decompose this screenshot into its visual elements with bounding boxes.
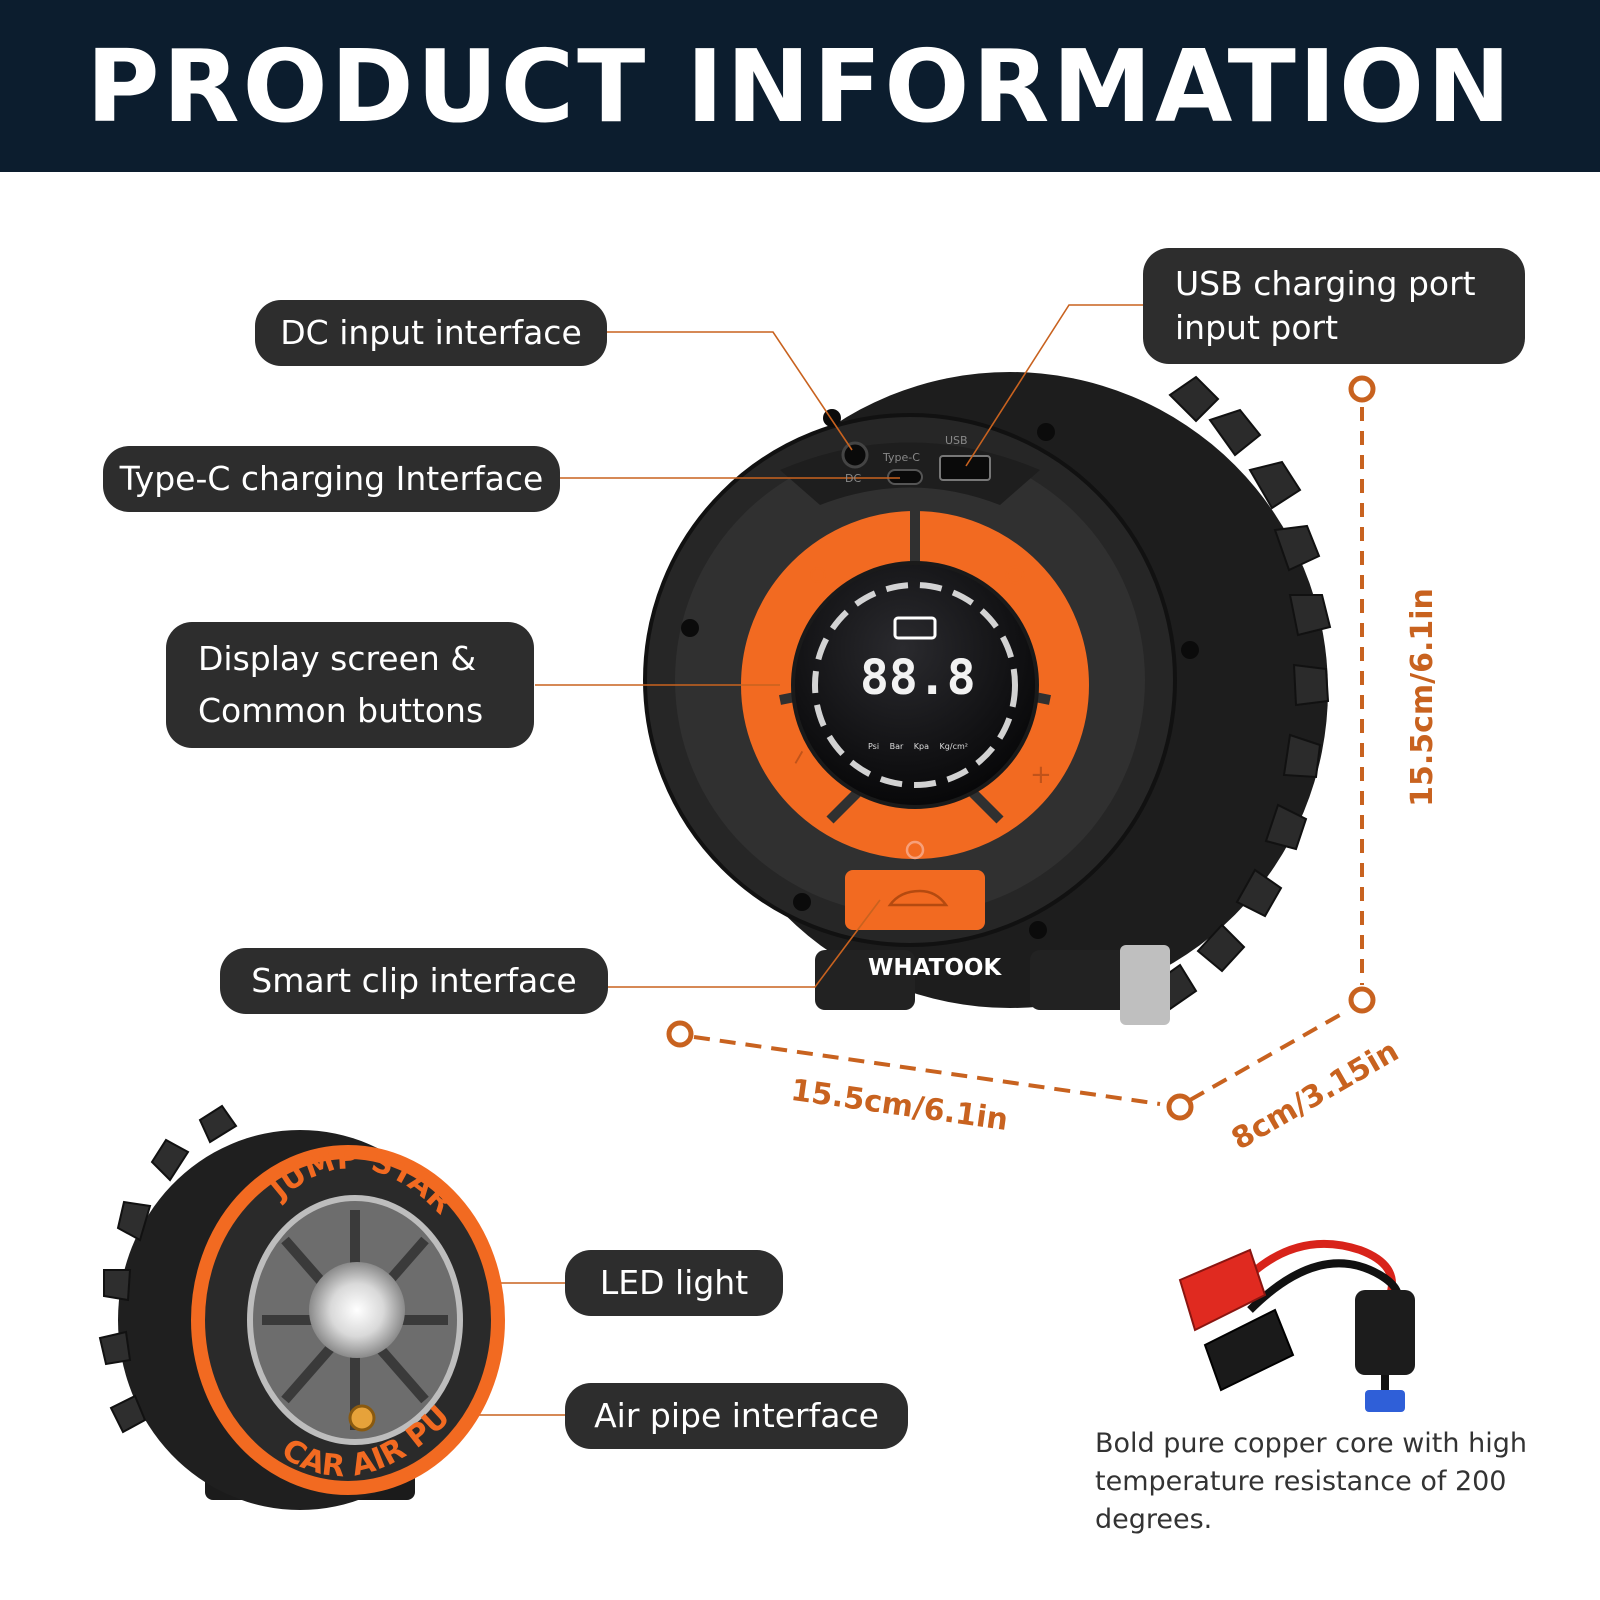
cable-module — [1355, 1290, 1415, 1375]
display-digits: 88.8 — [860, 650, 976, 706]
red-clamp — [1178, 1248, 1267, 1332]
light-icon — [810, 567, 826, 583]
device-foot-left — [815, 950, 915, 1010]
callout-type-c: Type-C charging Interface — [103, 446, 560, 512]
car-icon — [887, 889, 949, 907]
page-title: PRODUCT INFORMATION — [86, 27, 1514, 145]
port-label-usb: USB — [945, 434, 968, 447]
callout-smart-clip: Smart clip interface — [220, 948, 608, 1014]
unit-kgcm2: Kg/cm² — [939, 742, 968, 751]
dimension-height-label: 15.5cm/6.1in — [1404, 588, 1440, 807]
ec5-connector — [1365, 1390, 1405, 1412]
leader-lines — [370, 304, 1143, 1416]
black-clamp — [1203, 1308, 1295, 1392]
jump-starter-text: JUMP STARTER — [0, 0, 460, 1221]
air-pipe-valve — [348, 1404, 376, 1432]
screw-holes — [681, 409, 1199, 939]
type-c-port — [887, 469, 923, 485]
callout-air-pipe: Air pipe interface — [565, 1383, 908, 1449]
dimension-lines — [693, 407, 1364, 1106]
mode-icon — [905, 840, 925, 860]
dimension-endpoints — [666, 375, 1376, 1121]
smart-clip-port — [845, 870, 985, 930]
device-side: JUMP STARTER CAR AIR PUMP — [0, 0, 505, 1510]
display-units: Psi Bar Kpa Kg/cm² — [868, 742, 968, 751]
header-banner: PRODUCT INFORMATION — [0, 0, 1600, 172]
callout-dc-input: DC input interface — [255, 300, 607, 366]
device-foot-right — [1030, 950, 1130, 1010]
jumper-cable — [1178, 1239, 1415, 1412]
display-screen — [791, 561, 1039, 809]
port-label-type-c: Type-C — [883, 451, 920, 464]
plus-button-sign: + — [1030, 760, 1052, 790]
port-label-dc: DC — [845, 472, 862, 485]
unit-kpa: Kpa — [913, 742, 930, 751]
led-light — [309, 1262, 405, 1358]
callout-led-light: LED light — [565, 1250, 783, 1316]
device-hook — [1120, 945, 1170, 1025]
power-icon — [1005, 565, 1025, 585]
unit-bar: Bar — [889, 742, 904, 751]
usb-port — [939, 455, 991, 481]
brand-logo: WHATOOK — [868, 955, 1002, 981]
dc-port — [841, 441, 869, 469]
battery-icon — [893, 616, 937, 640]
cable-note: Bold pure copper core with high temperat… — [1095, 1428, 1527, 1535]
display-gauge — [812, 582, 1018, 788]
unit-psi: Psi — [868, 742, 880, 751]
callout-display: Display screen & Common buttons — [166, 622, 534, 748]
device-front — [643, 372, 1332, 1025]
callout-usb: USB charging port input port — [1143, 248, 1525, 364]
